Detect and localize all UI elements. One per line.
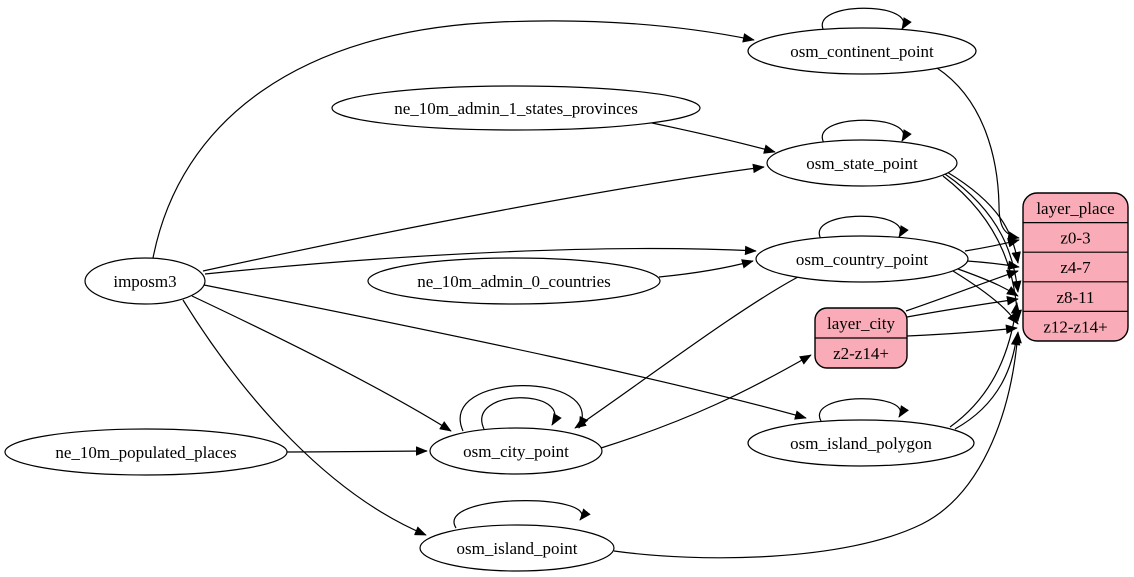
- record-row-layer_city-z2-z14: z2-z14+: [833, 344, 889, 363]
- node-label-osm_state_point: osm_state_point: [806, 154, 918, 173]
- record-row-layer_place-z12-z14: z12-z14+: [1043, 317, 1107, 336]
- node-osm_country_point: osm_country_point: [755, 235, 969, 283]
- self-loop-osm_state_point: [821, 119, 912, 144]
- node-ellipse-osm_city_point: [429, 427, 603, 475]
- node-label-ne_10m_admin_0_countries: ne_10m_admin_0_countries: [417, 272, 611, 291]
- node-ne_10m_admin_0_countries: ne_10m_admin_0_countries: [367, 257, 661, 305]
- record-rect-layer_place: [1022, 192, 1129, 342]
- node-osm_continent_point: osm_continent_point: [747, 27, 977, 75]
- node-label-osm_city_point: osm_city_point: [463, 442, 569, 461]
- node-ellipse-osm_state_point: [766, 139, 958, 187]
- record-node-layer_place: layer_place z0-3 z4-7 z8-11 z12-z14+: [1022, 192, 1129, 342]
- edge-osm_island_polygon-layer_place-z8-11: [949, 302, 1021, 428]
- node-ellipse-osm_island_polygon: [747, 419, 975, 467]
- record-row-layer_place-z4-7: z4-7: [1060, 258, 1091, 277]
- edge-imposm3-osm_continent_point: [152, 20, 755, 259]
- node-ellipse-imposm3: [84, 257, 206, 305]
- node-osm_city_point: osm_city_point: [429, 427, 603, 475]
- self-loop-osm_island_polygon: [818, 398, 909, 422]
- node-ne_10m_admin_1_states_provinces: ne_10m_admin_1_states_provinces: [331, 85, 701, 131]
- node-label-osm_island_polygon: osm_island_polygon: [790, 434, 932, 453]
- edge-imposm3-osm_island_point: [182, 299, 427, 536]
- edge-imposm3-osm_state_point: [202, 163, 765, 272]
- edge-layer_city-layer_place-z8-11: [906, 295, 1019, 318]
- edge-osm_state_point-layer_place-z8-11: [944, 173, 1022, 293]
- node-ellipse-ne_10m_populated_places: [4, 428, 288, 476]
- edge-ne_10m_admin_0_countries-osm_country_point: [658, 259, 754, 278]
- self-loop-inner-osm_city_point: [481, 397, 562, 430]
- edges: [152, 7, 1022, 559]
- record-row-layer_place-z0-3: z0-3: [1060, 229, 1090, 248]
- self-loop-osm_continent_point: [821, 7, 912, 32]
- edge-osm_country_point-layer_place-z4-7: [966, 260, 1020, 270]
- node-label-osm_continent_point: osm_continent_point: [790, 42, 934, 61]
- edge-osm_country_point-osm_city_point: [574, 276, 799, 429]
- edge-ne_10m_admin_1_states_provinces-osm_state_point: [651, 122, 776, 154]
- edge-osm_city_point-layer_city: [600, 354, 812, 449]
- edge-imposm3-osm_island_polygon: [203, 284, 807, 420]
- node-label-osm_country_point: osm_country_point: [796, 250, 928, 269]
- node-ellipse-osm_island_point: [419, 524, 615, 572]
- edge-osm_country_point-layer_place-z0-3: [964, 238, 1020, 252]
- node-osm_state_point: osm_state_point: [766, 139, 958, 187]
- node-label-ne_10m_populated_places: ne_10m_populated_places: [55, 443, 236, 462]
- self-loop-osm_country_point: [818, 215, 909, 240]
- edge-imposm3-osm_city_point: [191, 295, 452, 432]
- edge-osm_state_point-layer_place-z4-7: [946, 171, 1021, 264]
- node-label-ne_10m_admin_1_states_provinces: ne_10m_admin_1_states_provinces: [394, 99, 638, 118]
- node-osm_island_polygon: osm_island_polygon: [747, 419, 975, 467]
- record-node-layer_city: layer_city z2-z14+: [814, 307, 908, 369]
- self-loop-outer-osm_city_point: [459, 385, 589, 432]
- record-title-layer_place: layer_place: [1036, 199, 1114, 218]
- edge-osm_country_point-layer_place-z8-11: [957, 268, 1019, 297]
- record-row-layer_place-z8-11: z8-11: [1056, 288, 1094, 307]
- node-ne_10m_populated_places: ne_10m_populated_places: [4, 428, 288, 476]
- node-ellipse-ne_10m_admin_1_states_provinces: [331, 85, 701, 131]
- edge-osm_continent_point-layer_place-z0-3: [936, 67, 1020, 241]
- edge-osm_island_polygon-layer_place-z12-z14: [954, 333, 1021, 430]
- node-ellipse-osm_continent_point: [747, 27, 977, 75]
- node-imposm3: imposm3: [84, 257, 206, 305]
- node-label-osm_island_point: osm_island_point: [457, 539, 578, 558]
- edge-layer_city-layer_place-z12-z14: [906, 324, 1018, 337]
- edge-osm_island_point-layer_place-z12-z14: [613, 331, 1022, 559]
- record-title-layer_city: layer_city: [827, 314, 895, 333]
- node-ellipse-ne_10m_admin_0_countries: [367, 257, 661, 305]
- edge-imposm3-osm_country_point: [204, 245, 757, 275]
- node-osm_island_point: osm_island_point: [419, 524, 615, 572]
- node-ellipse-osm_country_point: [755, 235, 969, 283]
- edge-ne_10m_populated_places-osm_city_point: [286, 446, 428, 456]
- edge-layer_city-layer_place-z4-7: [905, 269, 1019, 312]
- node-label-imposm3: imposm3: [113, 272, 176, 291]
- self-loop-osm_island_point: [453, 500, 591, 529]
